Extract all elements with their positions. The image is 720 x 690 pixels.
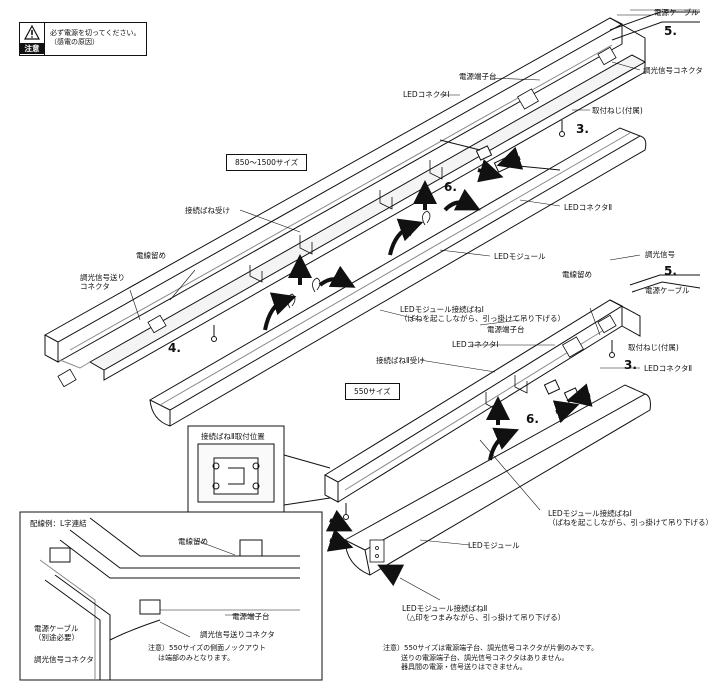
label-spring-1-mid-line-2: （ばねを起こしながら、引っ掛けて吊り下げる） [400, 314, 565, 323]
step-3-mid: 3. [624, 358, 637, 372]
label-dimming-connector-mid: 調光信号 [645, 250, 675, 259]
small-led-module [343, 384, 651, 576]
inset-power-cable-line-1: 電源ケーブル [34, 624, 79, 633]
inset-note-line-2: は端部のみとなります。 [158, 653, 235, 662]
step-3-top: 3. [576, 122, 589, 136]
large-up-arrows [288, 180, 437, 285]
warning-triangle-icon [24, 25, 40, 40]
label-spring-1-bottom: LEDモジュール接続ばねⅠ （ばねを起こしながら、引っ掛けて吊り下げる） [548, 509, 713, 527]
inset-label-power-terminal: 電源端子台 [232, 612, 270, 621]
label-spring-1-mid-line-1: LEDモジュール接続ばねⅠ [400, 305, 484, 314]
warning-message: 必ず電源を切ってください。 （感電の原因） [50, 29, 140, 47]
step-5-mid: 5. [664, 264, 677, 278]
label-spring-2-position: 接続ばねⅡ取付位置 [201, 432, 265, 441]
large-led-module [148, 127, 647, 427]
label-power-cable-top: 電源ケーブル [654, 8, 699, 17]
label-led-module-bottom: LEDモジュール [468, 541, 520, 550]
warning-badge: 注意 [20, 23, 45, 55]
inset-box [19, 511, 323, 681]
small-terminal-blocks [485, 314, 617, 411]
large-push-arrows [477, 146, 524, 183]
inset-label-power-cable: 電源ケーブル （別途必要） [34, 624, 79, 642]
inset-note: 注意）550サイズの側面ノックアウト は端部のみとなります。 [148, 644, 266, 663]
label-power-cable-mid: 電源ケーブル [645, 286, 690, 295]
large-fixture-ribs [249, 160, 443, 283]
label-screw-mid: 取付ねじ(付属) [628, 343, 679, 352]
label-dimming-feed-line-2: コネクタ [80, 282, 110, 291]
label-dimming-feed-connector: 調光信号送り コネクタ [80, 273, 125, 291]
label-screw-top: 取付ねじ(付属) [592, 106, 643, 115]
large-fixture-body [43, 9, 700, 381]
warning-badge-label: 注意 [20, 43, 44, 54]
small-connector [543, 379, 581, 403]
label-wire-clamp-top: 電線留め [136, 251, 166, 260]
label-led-connector-2-mid: LEDコネクタⅡ [644, 364, 693, 373]
inset-label-dimming-feed: 調光信号送りコネクタ [200, 630, 275, 639]
label-led-connector-2-top: LEDコネクタⅡ [564, 203, 613, 212]
inset-title: 配線例：L字連結 [30, 519, 87, 528]
label-led-module-top: LEDモジュール [494, 252, 546, 261]
label-spring-receiver-2: 接続ばねⅡ受け [376, 356, 425, 365]
size-label-small: 550サイズ [345, 383, 400, 400]
label-spring-receiver: 接続ばね受け [185, 206, 230, 215]
inset-label-wire-clamp: 電線留め [178, 537, 208, 546]
warning-box: 注意 必ず電源を切ってください。 （感電の原因） [19, 22, 147, 56]
warning-line-2: （感電の原因） [50, 38, 99, 46]
small-arrows [325, 383, 593, 587]
size-label-large: 850～1500サイズ [226, 154, 308, 171]
label-spring-2-bottom-line-1: LEDモジュール接続ばねⅡ [402, 604, 488, 613]
step-6-top: 6. [444, 180, 457, 194]
label-spring-2-bottom-line-2: （△印をつまみながら、引っ掛けて吊り下げる） [402, 613, 566, 622]
step-4: 4. [168, 341, 181, 355]
bottom-note-line-1: 注意）550サイズは電源端子台、調光信号コネクタが片側のみです。 [383, 644, 599, 652]
inset-note-line-1: 注意）550サイズの側面ノックアウト [148, 644, 267, 652]
label-spring-1-bottom-line-1: LEDモジュール接続ばねⅠ [548, 509, 632, 518]
bottom-note-line-2: 送りの電源端子台、調光信号コネクタはありません。 [401, 653, 569, 662]
large-curved-arrows [263, 188, 481, 331]
bottom-note: 注意）550サイズは電源端子台、調光信号コネクタが片側のみです。 送りの電源端子… [383, 644, 598, 673]
step-5-top: 5. [664, 24, 677, 38]
label-spring-1-mid: LEDモジュール接続ばねⅠ （ばねを起こしながら、引っ掛けて吊り下げる） [400, 305, 565, 323]
warning-line-1: 必ず電源を切ってください。 [50, 29, 141, 37]
bottom-note-line-3: 器具間の電源・信号送りはできません。 [401, 663, 527, 671]
step-6-mid: 6. [526, 412, 539, 426]
spring-detail-box [187, 425, 331, 513]
label-spring-1-bottom-line-2: （ばねを起こしながら、引っ掛けて吊り下げる） [548, 518, 713, 527]
label-power-terminal-mid: 電源端子台 [487, 325, 525, 334]
label-wire-clamp-mid: 電線留め [562, 270, 592, 279]
label-power-terminal-top: 電源端子台 [459, 72, 497, 81]
inset-power-cable-line-2: （別途必要） [34, 633, 79, 642]
small-module-bracket [369, 539, 385, 563]
large-terminal-blocks [57, 46, 617, 388]
label-dimming-connector-top: 調光信号コネクタ [643, 66, 703, 75]
label-dimming-feed-line-1: 調光信号送り [80, 273, 125, 282]
inset-label-dimming-connector: 調光信号コネクタ [34, 655, 94, 664]
label-led-connector-1-mid: LEDコネクタⅠ [452, 340, 499, 349]
label-spring-2-bottom: LEDモジュール接続ばねⅡ （△印をつまみながら、引っ掛けて吊り下げる） [402, 604, 565, 622]
leader-lines [129, 14, 652, 638]
label-led-connector-1-top: LEDコネクタⅠ [403, 90, 450, 99]
